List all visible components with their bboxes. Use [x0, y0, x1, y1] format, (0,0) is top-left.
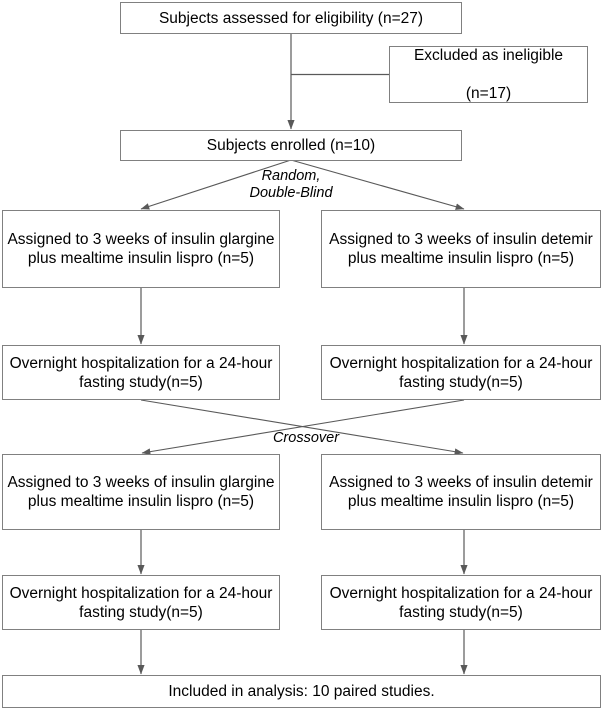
node-arm1-right-detemir: Assigned to 3 weeks of insulin detemir p…	[321, 210, 601, 288]
node-arm2-right-detemir: Assigned to 3 weeks of insulin detemir p…	[321, 454, 601, 530]
node-study2-left-hospitalization: Overnight hospitalization for a 24-hour …	[2, 575, 280, 630]
edge-label-randomization: Random, Double-Blind	[249, 168, 333, 201]
node-study1-right-hospitalization: Overnight hospitalization for a 24-hour …	[321, 345, 601, 400]
node-subjects-assessed: Subjects assessed for eligibility (n=27)	[120, 2, 462, 34]
node-excluded-line2: (n=17)	[465, 85, 512, 102]
node-excluded-ineligible-label: Excluded as ineligible (n=17)	[394, 46, 583, 103]
node-arm1-left-label: Assigned to 3 weeks of insulin glargine …	[7, 231, 275, 267]
node-study1-right-label: Overnight hospitalization for a 24-hour …	[329, 354, 593, 391]
node-arm1-left-glargine: Assigned to 3 weeks of insulin glargine …	[2, 210, 280, 288]
node-included-in-analysis: Included in analysis: 10 paired studies.	[2, 675, 601, 708]
node-arm1-right-label: Assigned to 3 weeks of insulin detemir p…	[329, 231, 593, 267]
node-subjects-enrolled-label: Subjects enrolled (n=10)	[206, 137, 376, 154]
node-study2-left-label: Overnight hospitalization for a 24-hour …	[9, 584, 273, 621]
node-arm2-right-label: Assigned to 3 weeks of insulin detemir p…	[329, 474, 593, 510]
node-included-in-analysis-label: Included in analysis: 10 paired studies.	[168, 683, 435, 700]
node-arm2-left-glargine: Assigned to 3 weeks of insulin glargine …	[2, 454, 280, 530]
node-study2-right-label: Overnight hospitalization for a 24-hour …	[329, 584, 593, 621]
node-excluded-line1: Excluded as ineligible	[413, 47, 564, 64]
node-study1-left-hospitalization: Overnight hospitalization for a 24-hour …	[2, 345, 280, 400]
node-subjects-enrolled: Subjects enrolled (n=10)	[120, 130, 462, 161]
edge-label-crossover: Crossover	[272, 430, 340, 446]
node-subjects-assessed-label: Subjects assessed for eligibility (n=27)	[158, 9, 424, 27]
node-study2-right-hospitalization: Overnight hospitalization for a 24-hour …	[321, 575, 601, 630]
node-excluded-ineligible: Excluded as ineligible (n=17)	[389, 46, 588, 103]
node-study1-left-label: Overnight hospitalization for a 24-hour …	[9, 354, 273, 391]
node-arm2-left-label: Assigned to 3 weeks of insulin glargine …	[7, 474, 275, 510]
